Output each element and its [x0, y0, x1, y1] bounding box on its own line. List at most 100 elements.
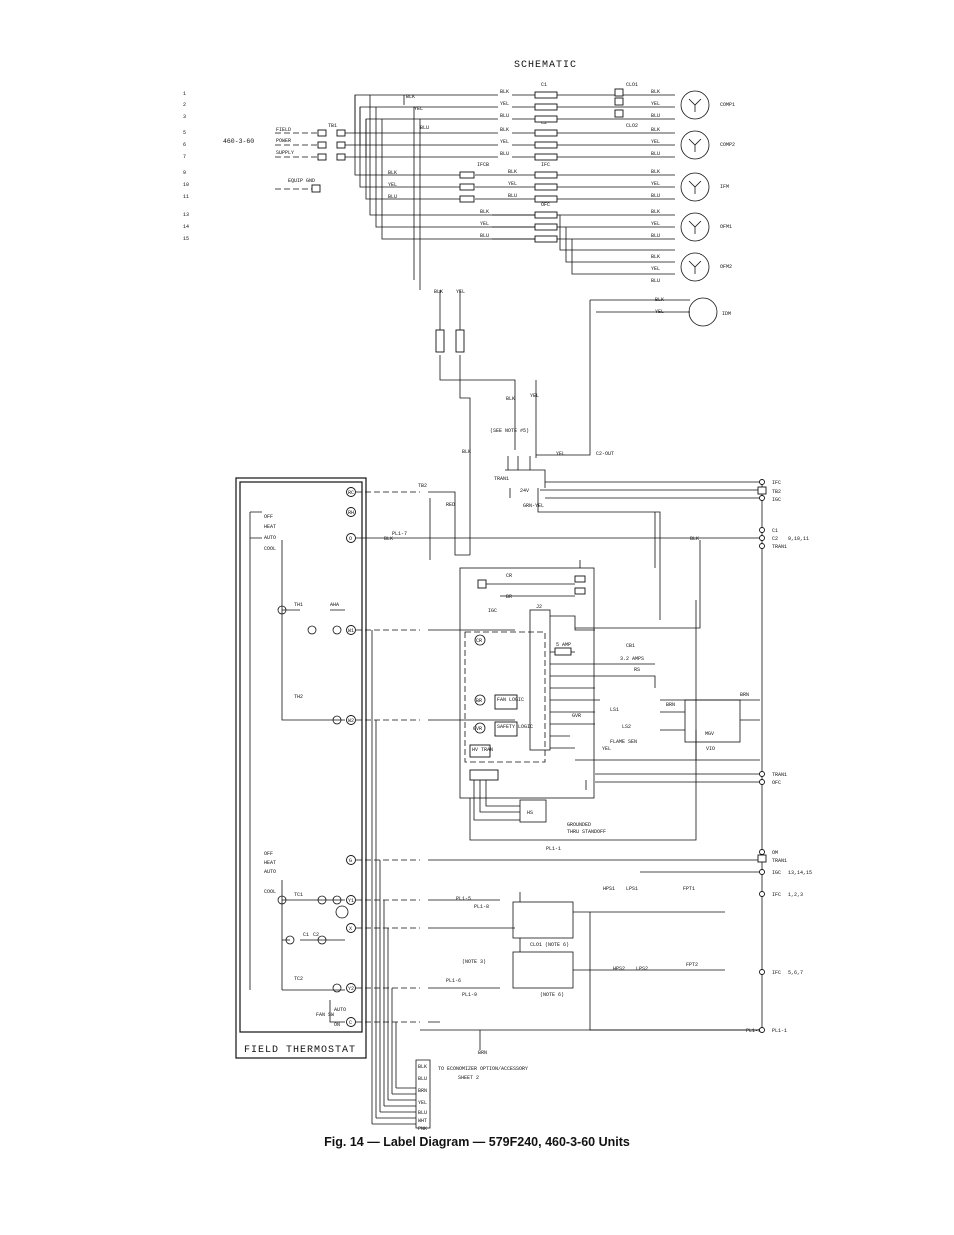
svg-text:YEL: YEL — [556, 451, 565, 457]
igc-board: IGC CR BR J2 CR BR GVR FAN LOGIC SAFETY … — [459, 567, 760, 835]
svg-text:CR: CR — [476, 638, 482, 644]
svg-text:COOL: COOL — [264, 889, 276, 895]
svg-text:LPS2: LPS2 — [636, 966, 648, 972]
svg-text:11: 11 — [183, 194, 189, 200]
right-bus: IFC TB2 IGC C1 C2 9,10,11 TRAN1 TRAN1 OF… — [429, 479, 812, 1034]
svg-text:IFC: IFC — [772, 480, 781, 486]
svg-text:BLU: BLU — [651, 193, 660, 199]
svg-text:SUPPLY: SUPPLY — [276, 150, 294, 156]
svg-text:BLK: BLK — [480, 209, 489, 215]
svg-text:3.2 AMPS: 3.2 AMPS — [620, 656, 644, 662]
svg-text:OFF: OFF — [264, 851, 273, 857]
ifm-motor-icon — [680, 172, 710, 202]
svg-text:9,10,11: 9,10,11 — [788, 536, 809, 542]
svg-text:TRAN1: TRAN1 — [772, 544, 787, 550]
svg-text:C2: C2 — [541, 120, 547, 126]
svg-text:YEL: YEL — [388, 182, 397, 188]
svg-text:FPT1: FPT1 — [683, 886, 695, 892]
tb1-label: TB1 — [328, 123, 337, 129]
svg-text:YEL: YEL — [500, 101, 509, 107]
svg-text:BR: BR — [476, 698, 482, 704]
svg-text:BLK: BLK — [506, 396, 515, 402]
ofm1-motor-icon — [680, 212, 710, 242]
svg-text:BLK: BLK — [462, 449, 471, 455]
svg-text:HPS2: HPS2 — [613, 966, 625, 972]
svg-text:PL1-6: PL1-6 — [446, 978, 461, 984]
svg-text:LS2: LS2 — [622, 724, 631, 730]
svg-text:BRN: BRN — [666, 702, 675, 708]
svg-text:HEAT: HEAT — [264, 524, 276, 530]
svg-text:C1: C1 — [303, 932, 309, 938]
svg-text:BLU: BLU — [500, 113, 509, 119]
svg-text:BLK: BLK — [651, 127, 660, 133]
svg-text:POWER: POWER — [276, 138, 291, 144]
idm-motor-icon — [688, 297, 718, 327]
svg-text:BLK: BLK — [406, 94, 415, 100]
svg-text:TRAN1: TRAN1 — [772, 858, 787, 864]
svg-text:BLK: BLK — [690, 536, 699, 542]
svg-text:BLU: BLU — [480, 233, 489, 239]
svg-text:X: X — [349, 926, 352, 932]
power-input: 460-3-60 FIELD POWER SUPPLY TB1 EQUIP GN… — [223, 123, 346, 193]
svg-text:GRN-YEL: GRN-YEL — [523, 503, 544, 509]
svg-text:2: 2 — [183, 102, 186, 108]
svg-text:BRN: BRN — [478, 1050, 487, 1056]
svg-text:CR: CR — [506, 573, 512, 579]
svg-text:5 AMP: 5 AMP — [556, 642, 571, 648]
svg-text:14: 14 — [183, 224, 189, 230]
svg-text:PL1-1: PL1-1 — [772, 1028, 787, 1034]
svg-text:GROUNDED: GROUNDED — [567, 822, 591, 828]
svg-text:(NOTE 3): (NOTE 3) — [462, 959, 486, 965]
svg-text:Y2: Y2 — [348, 986, 354, 992]
comp1-motor-icon — [680, 90, 710, 120]
svg-text:OFC: OFC — [772, 780, 781, 786]
svg-text:BLK: BLK — [651, 254, 660, 260]
svg-text:OFF: OFF — [264, 514, 273, 520]
svg-text:ON: ON — [334, 1022, 340, 1028]
svg-text:G: G — [349, 858, 352, 864]
svg-text:C2: C2 — [772, 536, 778, 542]
thermostat-title: FIELD THERMOSTAT — [244, 1045, 356, 1056]
svg-text:YEL: YEL — [414, 106, 423, 112]
svg-text:CLO1 (NOTE 6): CLO1 (NOTE 6) — [530, 942, 569, 948]
comp2-motor-icon — [680, 130, 710, 160]
see-note: (SEE NOTE #5) — [490, 428, 529, 434]
svg-text:THRU STANDOFF: THRU STANDOFF — [567, 829, 606, 835]
svg-text:LS1: LS1 — [610, 707, 619, 713]
svg-text:BR: BR — [506, 594, 512, 600]
svg-text:YEL: YEL — [655, 309, 664, 315]
power-label: 460-3-60 — [223, 138, 254, 145]
svg-text:BLU: BLU — [418, 1076, 427, 1082]
svg-text:YEL: YEL — [651, 139, 660, 145]
svg-text:YEL: YEL — [500, 139, 509, 145]
svg-text:FIELD: FIELD — [276, 127, 291, 133]
svg-text:J2: J2 — [536, 604, 542, 610]
svg-text:BLU: BLU — [420, 125, 429, 131]
svg-text:RS: RS — [634, 667, 640, 673]
svg-text:FLAME SEN: FLAME SEN — [610, 739, 637, 745]
svg-text:TB2: TB2 — [772, 489, 781, 495]
ifcb-label: IFCB — [477, 162, 489, 168]
svg-text:7: 7 — [183, 154, 186, 160]
svg-text:BRN: BRN — [418, 1088, 427, 1094]
svg-text:RED: RED — [446, 502, 455, 508]
svg-text:YEL: YEL — [651, 181, 660, 187]
svg-text:CLO2: CLO2 — [626, 123, 638, 129]
svg-text:YEL: YEL — [456, 289, 465, 295]
svg-text:C2: C2 — [313, 932, 319, 938]
svg-text:BLK: BLK — [655, 297, 664, 303]
svg-text:IGC: IGC — [488, 608, 497, 614]
svg-text:YEL: YEL — [480, 221, 489, 227]
svg-text:GVR: GVR — [473, 726, 482, 732]
svg-text:CB1: CB1 — [626, 643, 635, 649]
svg-text:BLU: BLU — [651, 113, 660, 119]
svg-text:BLK: BLK — [651, 209, 660, 215]
svg-text:RH: RH — [348, 510, 354, 516]
field-thermostat: FIELD THERMOSTAT OFF HEAT AUTO COOL OFF … — [235, 477, 367, 1059]
svg-text:OFM1: OFM1 — [720, 224, 732, 230]
svg-text:HPS1: HPS1 — [603, 886, 615, 892]
c2-out-label: C2-OUT — [596, 451, 614, 457]
svg-text:PL1-5: PL1-5 — [456, 896, 471, 902]
svg-text:VIO: VIO — [706, 746, 715, 752]
